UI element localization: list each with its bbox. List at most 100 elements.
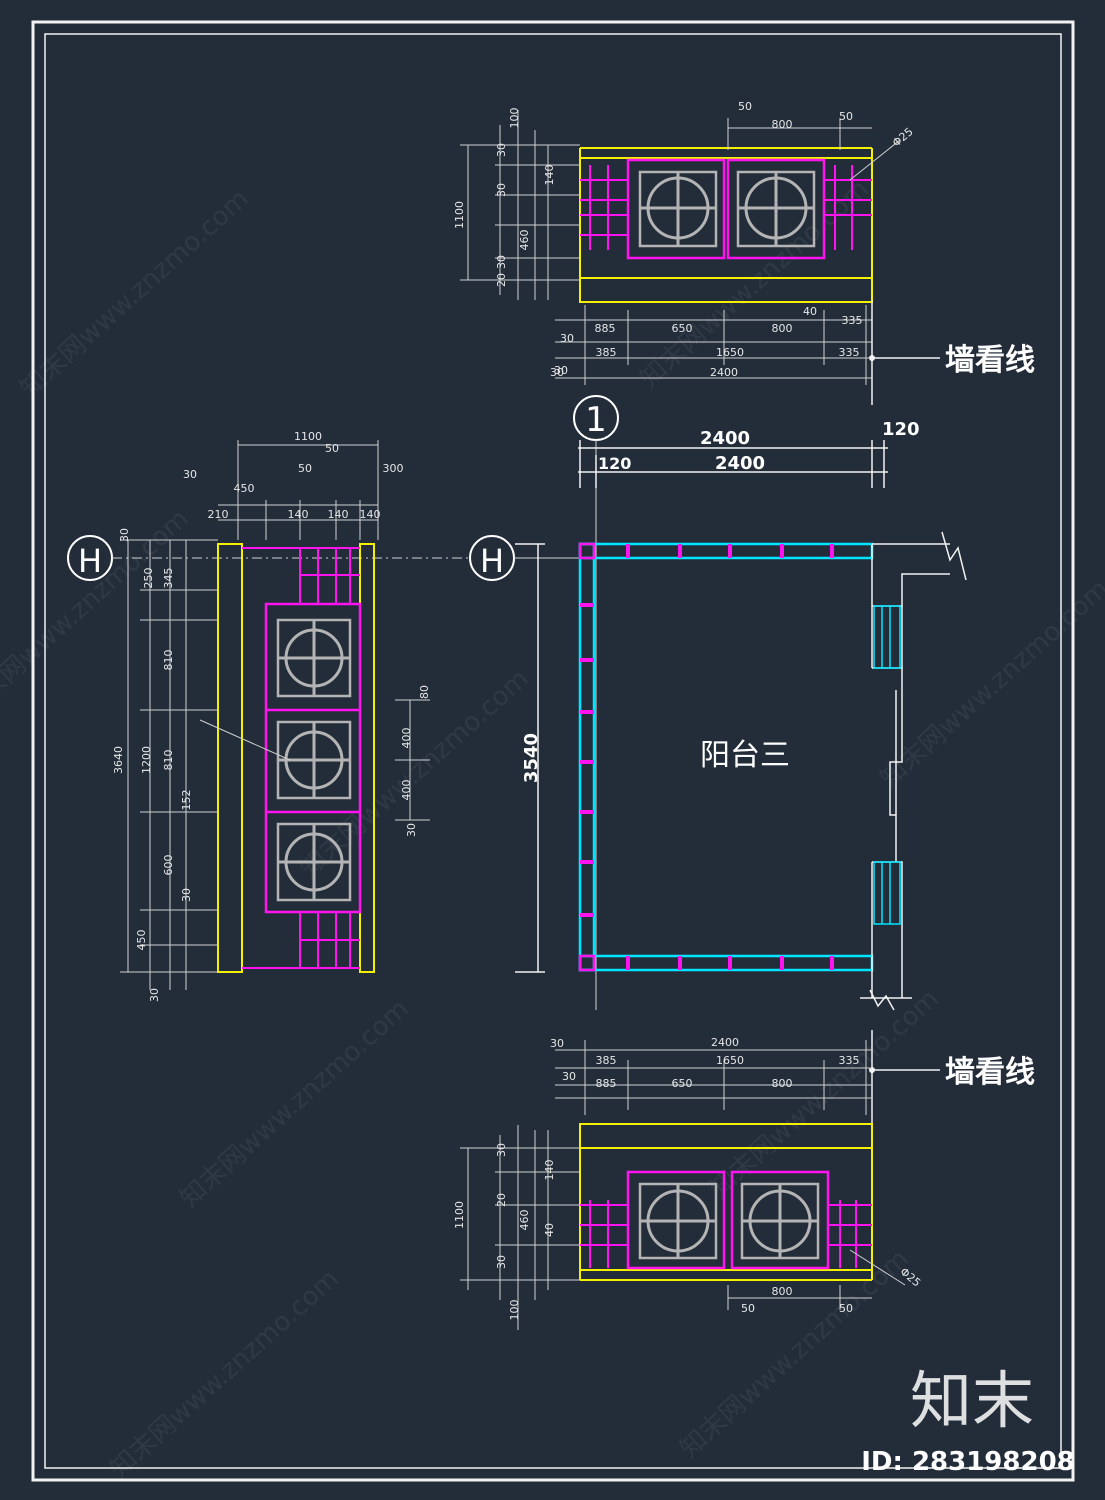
dimension-label: 100 [508, 1300, 521, 1321]
left-ornament-1 [276, 618, 352, 698]
dimension-label: 50 [738, 100, 752, 113]
dimension-label: 30 [495, 143, 508, 157]
dimension-label: 30 [148, 988, 161, 1002]
dimension-label: 140 [543, 1160, 556, 1181]
dimension-label: 885 [596, 1077, 617, 1090]
dimension-label: 1200 [140, 746, 153, 774]
dimension-label: 385 [596, 1054, 617, 1067]
dimension-label: 1100 [294, 430, 322, 443]
inner-frame [44, 33, 1062, 1469]
dimension-label: 30 [405, 823, 418, 837]
dimension-label: 30 [183, 468, 197, 481]
dimension-label: 2400 [711, 1036, 739, 1049]
dimension-label: 50 [741, 1302, 755, 1315]
dimension-label: 300 [383, 462, 404, 475]
grid-label-1: 1 [585, 400, 607, 440]
watermark-text: 知末网www.znzmo.com [105, 1264, 345, 1484]
dimension-label: 152 [180, 790, 193, 811]
dimension-label: 30 [550, 1037, 564, 1050]
dimension-label: 450 [135, 930, 148, 951]
dim-2400-upper: 2400 [700, 428, 750, 449]
dimension-label: 385 [596, 346, 617, 359]
dim-2400-lower: 2400 [715, 453, 765, 474]
dimension-label: 810 [162, 750, 175, 771]
bottom-railing-plan [460, 1040, 906, 1330]
top-ornament-left [638, 170, 718, 248]
dimension-label: 400 [400, 728, 413, 749]
dim-120-lower: 120 [598, 454, 631, 473]
dimension-label: 810 [162, 650, 175, 671]
top-bottom-dim-lines [555, 305, 872, 385]
railing-left [578, 542, 596, 972]
watermark-text: 知末网www.znzmo.com [15, 184, 255, 404]
top-magenta-panel-left [626, 158, 726, 260]
dimension-label: 140 [543, 165, 556, 186]
dimension-label: 1650 [716, 1054, 744, 1067]
dimension-label: 3640 [112, 746, 125, 774]
railing-bottom [578, 954, 874, 972]
dimension-label: 800 [772, 322, 793, 335]
top-ornament-right [736, 170, 816, 248]
dimension-label: 140 [288, 508, 309, 521]
dimension-label: 335 [842, 314, 863, 327]
dimension-label: 50 [839, 110, 853, 123]
dimension-label: 140 [360, 508, 381, 521]
dimension-label: 650 [672, 322, 693, 335]
dimension-label: 40 [803, 305, 817, 318]
dimension-label: 800 [772, 1285, 793, 1298]
railing-posts [580, 544, 834, 970]
dimension-label: 30 [495, 1255, 508, 1269]
top-yellow-base [579, 277, 873, 303]
dimension-label: 650 [672, 1077, 693, 1090]
dimension-label: Φ25 [890, 125, 916, 150]
logo-text: 知末 [910, 1364, 1034, 1437]
dimension-label: 1100 [453, 1201, 466, 1229]
dimension-label: 50 [839, 1302, 853, 1315]
dimension-label: 30 [560, 332, 574, 345]
watermark-text: 知末网www.znzmo.com [875, 574, 1105, 794]
left-ornament-3 [276, 822, 352, 902]
watermark-text: 知末网www.znzmo.com [675, 1244, 915, 1464]
right-yellow-bar [359, 543, 375, 973]
dimension-label: 40 [543, 1223, 556, 1237]
dimension-label: 50 [325, 442, 339, 455]
dimension-label: 800 [772, 1077, 793, 1090]
dimension-label: 250 [142, 568, 155, 589]
dimension-label: 885 [595, 322, 616, 335]
dimension-label: 210 [208, 508, 229, 521]
grid-label-h-left: H [78, 542, 102, 580]
dimension-label: 460 [518, 230, 531, 251]
outer-frame [31, 20, 1075, 1482]
dim-3540: 3540 [521, 733, 542, 783]
bottom-magenta-panel-left [626, 1170, 726, 1270]
dimension-label: 345 [162, 568, 175, 589]
dimension-label: 800 [772, 118, 793, 131]
top-magenta-panel-right [726, 158, 826, 260]
dimension-label: 50 [298, 462, 312, 475]
bottom-top-dim-lines [555, 1040, 872, 1115]
dimension-label: 30 [495, 183, 508, 197]
dimension-label: 100 [508, 108, 521, 129]
wall-line-label-top: 墙看线 [945, 343, 1035, 378]
dimension-label: 335 [839, 346, 860, 359]
dimension-label: 30 [562, 1070, 576, 1083]
dimension-label: 30 [118, 528, 131, 542]
dimension-label: 400 [400, 780, 413, 801]
bottom-magenta-panel-right [730, 1170, 830, 1270]
bottom-ornament-right [740, 1182, 820, 1260]
dimension-label: 20 [495, 1193, 508, 1207]
window-hatch [873, 605, 901, 925]
watermark-text: 知末网www.znzmo.com [175, 994, 415, 1214]
dimension-label: 30 [495, 1143, 508, 1157]
bottom-left-dim-lines [460, 1125, 906, 1330]
railing-top [578, 542, 874, 560]
balcony-plan: 3540 [515, 531, 967, 1011]
left-magenta-panel [264, 602, 362, 914]
dimension-label: 30 [180, 888, 193, 902]
left-dim-lines [120, 440, 430, 990]
dimension-label: 30 [554, 364, 568, 377]
dimension-label: 20 [495, 273, 508, 287]
dimension-label: 450 [234, 482, 255, 495]
grid-label-h-right: H [480, 542, 504, 580]
